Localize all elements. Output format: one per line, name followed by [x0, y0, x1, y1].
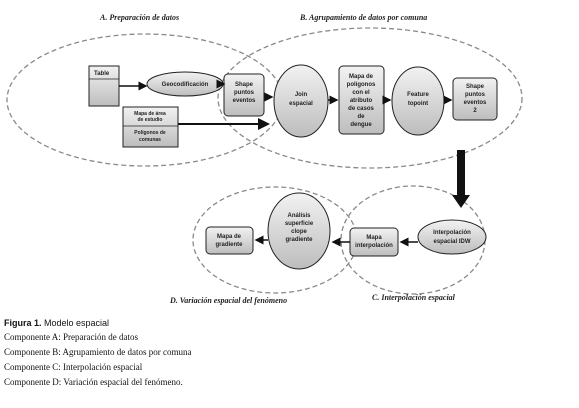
section-c-title: C. Interpolación espacial [372, 293, 456, 302]
figure-title: Figura 1. Modelo espacial [4, 318, 574, 328]
table-node: Table [88, 65, 120, 107]
mapa-interp-label-1: Mapa [366, 235, 382, 241]
interpolacion-idw-node: Interpolación espacial IDW [417, 219, 487, 255]
mapa-poligonos-label-3: con el [352, 90, 370, 96]
join-label-1: Join [295, 92, 308, 98]
join-label-2: espacial [289, 101, 313, 107]
mapa-poligonos-label-6: de [357, 114, 365, 120]
join-espacial-node: Join espacial [273, 64, 329, 138]
analisis-label-4: gradiente [285, 237, 313, 243]
mapa-poligonos-label-2: polígonos [347, 82, 376, 88]
interp-label-2: espacial IDW [433, 239, 470, 245]
shape-eventos-label-2: puntos [234, 90, 255, 96]
mapa-gradiente-node: Mapa de gradiente [205, 226, 254, 255]
mapa-area-label-1: Mapa de área [134, 111, 166, 117]
mapa-grad-label-2: gradiente [215, 242, 243, 248]
feature-label-1: Feature [407, 92, 429, 98]
figure-label: Figura 1. [4, 318, 42, 328]
arrow-down-to-interpolation [452, 150, 470, 208]
analisis-label-2: superficie [285, 221, 314, 227]
shape2-label-4: 2 [473, 108, 477, 114]
mapa-interp-label-2: interpolación [355, 243, 393, 249]
shape-eventos-node: Shape puntos eventos [223, 73, 265, 117]
poligonos-label-1: Polígonos de [134, 130, 166, 136]
mapa-poligonos-label-1: Mapa de [349, 74, 374, 80]
shape-eventos-2-node: Shape puntos eventos 2 [452, 77, 498, 121]
caption-line-c: Componente C: Interpolación espacial [4, 362, 143, 372]
mapa-poligonos-node: Mapa de polígonos con el atributo de cas… [338, 65, 385, 135]
section-b-title: B. Agrupamiento de datos por comuna [299, 13, 427, 22]
mapa-interpolacion-node: Mapa interpolación [349, 227, 399, 257]
analisis-label-1: Análisis [287, 213, 311, 219]
poligonos-label-2: comunas [139, 137, 161, 143]
geocodificacion-label: Geocodificación [162, 82, 209, 88]
spatial-model-diagram: A. Preparación de datos B. Agrupamiento … [6, 13, 523, 305]
feature-topoint-node: Feature topoint [391, 66, 445, 136]
mapa-area-node: Mapa de área de estudio Polígonos de com… [122, 106, 179, 148]
analisis-label-3: clope [291, 229, 307, 235]
table-label: Table [94, 71, 110, 77]
shape2-label-3: eventos [464, 100, 487, 106]
caption-line-b: Componente B: Agrupamiento de datos por … [4, 347, 192, 357]
caption-line-a: Componente A: Preparación de datos [4, 332, 138, 342]
shape-eventos-label-3: eventos [233, 98, 256, 104]
feature-label-2: topoint [408, 101, 428, 107]
caption-line-d: Componente D: Variación espacial del fen… [4, 377, 183, 387]
group-b-ellipse [217, 27, 523, 169]
interp-label-1: Interpolación [433, 230, 471, 236]
shape2-label-1: Shape [466, 84, 485, 90]
figure-title-text: Modelo espacial [41, 318, 110, 328]
mapa-grad-label-1: Mapa de [217, 234, 242, 240]
mapa-area-label-2: de estudio [137, 117, 162, 123]
section-d-title: D. Variación espacial del fenómeno [169, 296, 287, 305]
analisis-superficie-node: Análisis superficie clope gradiente [267, 192, 331, 270]
figure-caption: Figura 1. Modelo espacial Componente A: … [4, 318, 574, 391]
shape2-label-2: puntos [465, 92, 486, 98]
shape-eventos-label-1: Shape [235, 82, 254, 88]
mapa-poligonos-label-5: de casos [348, 106, 374, 112]
section-a-title: A. Preparación de datos [99, 13, 179, 22]
mapa-poligonos-label-4: atributo [350, 98, 373, 104]
geocodificacion-node: Geocodificación [146, 71, 224, 97]
mapa-poligonos-label-7: dengue [350, 122, 372, 128]
